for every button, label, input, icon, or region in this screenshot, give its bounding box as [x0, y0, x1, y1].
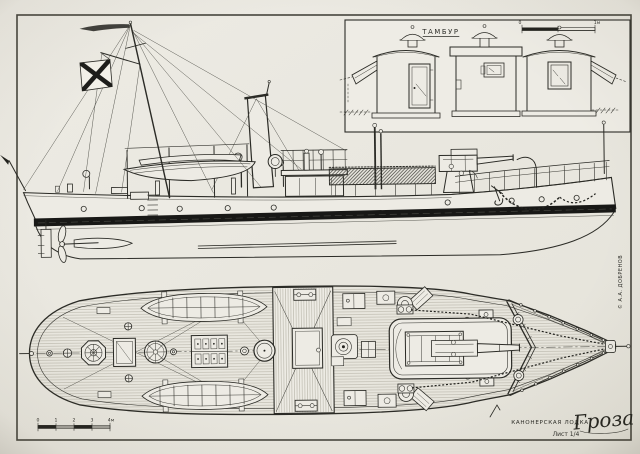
deck-winch	[293, 288, 317, 301]
cabin-window	[547, 61, 572, 90]
aft-skylight	[190, 334, 229, 369]
funnel-plan	[253, 339, 276, 362]
gun-mount	[438, 154, 478, 173]
searchlight	[267, 154, 283, 170]
tambour-label: ТАМБУР	[421, 28, 459, 36]
recoil-cylinder	[450, 148, 478, 156]
gun-platform-plan	[388, 317, 520, 380]
capstan	[80, 340, 107, 366]
roof-slab	[449, 46, 523, 57]
binnacle	[303, 152, 310, 171]
scale-label: 1	[55, 418, 58, 424]
scale-label: 4м	[108, 418, 115, 424]
gun-pedestal	[442, 169, 475, 193]
deck-winch	[294, 399, 318, 412]
detail-scale-zero: 0	[519, 20, 522, 26]
bitt-pair	[397, 383, 415, 394]
steering-wheel-grating	[143, 340, 167, 364]
aft-hatch	[112, 337, 137, 368]
scale-label: 3	[91, 418, 94, 424]
bollard	[67, 183, 73, 193]
bridge-deck-plan	[272, 286, 335, 415]
copyright-note: © А.А. ДОБРЕНОВ	[617, 255, 624, 309]
bitt-pair	[396, 304, 414, 315]
detail-scale-one: 1м	[594, 20, 601, 26]
scale-label: 2	[73, 418, 76, 424]
detail-box: ТАМБУР 0 1м	[339, 19, 631, 133]
sheet-number: Лист 1/4	[553, 431, 580, 438]
scale-label: 0	[37, 418, 40, 424]
